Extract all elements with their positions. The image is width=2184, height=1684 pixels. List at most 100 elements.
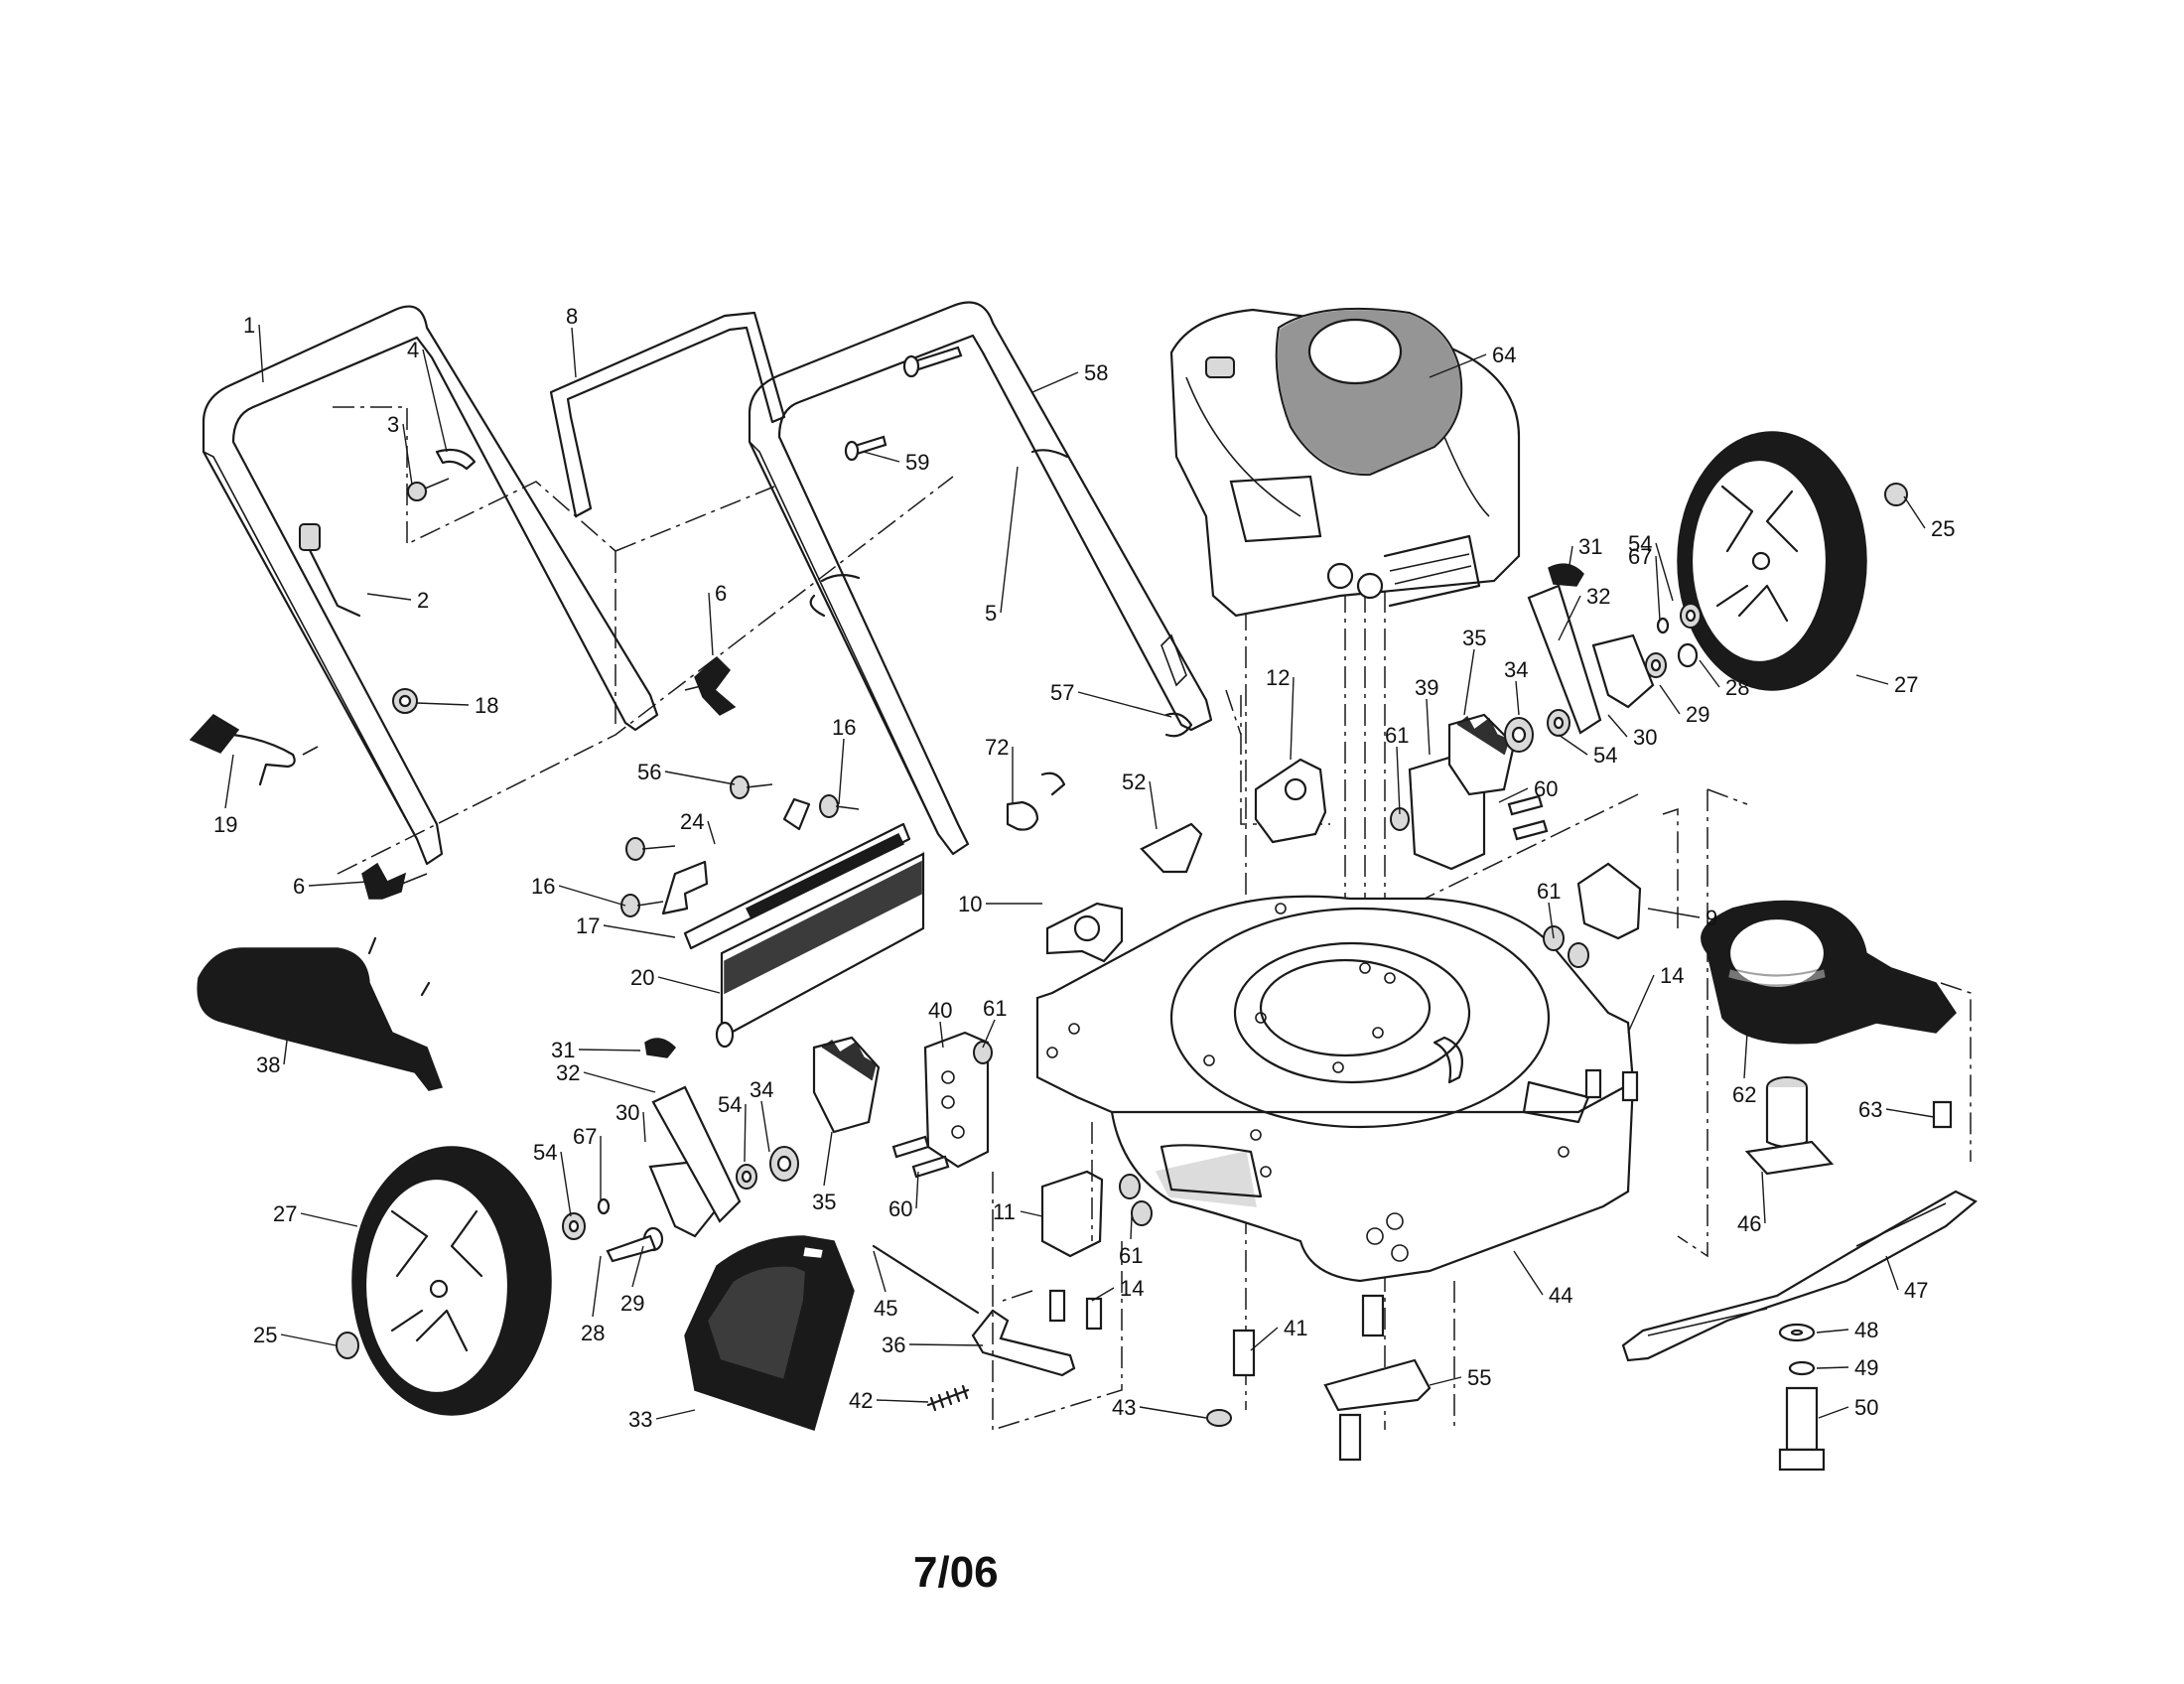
callout-label-c18: 18 (475, 693, 498, 718)
mower-deck-part-44 (1035, 895, 1635, 1283)
callout-label-c52: 52 (1122, 770, 1146, 794)
callout-label-c58: 58 (1084, 360, 1108, 385)
bracket-part-10 (1045, 902, 1124, 963)
callout-label-c54a: 54 (1628, 531, 1652, 556)
clip-part-4 (435, 448, 477, 471)
callout-label-c6a: 6 (715, 581, 727, 606)
leader-line-c4 (422, 349, 448, 453)
leader-line-c38 (283, 1032, 289, 1065)
callout-label-c41: 41 (1284, 1316, 1307, 1340)
leader-line-c48 (1816, 1329, 1849, 1333)
callout-label-c2: 2 (417, 588, 429, 613)
callout-label-c54b: 54 (1593, 743, 1617, 768)
callout-label-c11: 11 (993, 1199, 1016, 1224)
pivot-bracket-part-36-42-45 (872, 1244, 1076, 1412)
callout-label-c32b: 32 (556, 1060, 580, 1085)
rear-door-part-20 (715, 849, 925, 1049)
knob-part-6-upper (684, 655, 737, 716)
callout-label-c56: 56 (637, 760, 661, 784)
callout-label-c30a: 30 (1633, 725, 1657, 750)
upper-handle-part-58 (748, 301, 1213, 856)
leader-line-c61d (1130, 1215, 1133, 1240)
leader-line-c5 (1000, 466, 1019, 614)
assembly-line-upper-handle (333, 406, 775, 725)
callout-label-c43: 43 (1112, 1395, 1136, 1420)
callout-label-c49: 49 (1854, 1355, 1878, 1380)
leader-line-c35b (823, 1131, 833, 1187)
bolt-part-63 (1932, 1100, 1953, 1129)
leader-line-c60b (915, 1171, 919, 1209)
leader-line-c57 (1077, 691, 1172, 718)
leader-line-c17 (603, 924, 676, 938)
leader-line-c30b (642, 1111, 646, 1143)
bracket-part-11 (1040, 1170, 1104, 1258)
callout-label-c31a: 31 (1578, 534, 1602, 559)
blade-adapter-part-62 (1701, 900, 1957, 1045)
leader-line-c3 (402, 423, 413, 486)
callout-label-c8: 8 (566, 304, 578, 329)
callout-label-c35a: 35 (1462, 626, 1486, 650)
leader-line-c30a (1607, 714, 1628, 738)
leader-line-c27a (1855, 674, 1889, 685)
leader-line-c2 (366, 593, 412, 601)
callout-label-c59: 59 (905, 450, 929, 475)
callout-label-c64: 64 (1492, 343, 1516, 367)
assembly-line-deck-right (1424, 788, 1972, 1430)
leader-line-c49 (1816, 1366, 1849, 1369)
leader-line-c36 (908, 1343, 984, 1346)
bracket-part-24 (661, 797, 811, 915)
leader-line-c62 (1743, 1032, 1748, 1079)
leader-line-c32b (583, 1071, 656, 1093)
leader-line-c59 (863, 451, 900, 463)
callout-label-c63: 63 (1858, 1097, 1882, 1122)
cable-ties-part-5 (809, 449, 1069, 618)
knob-part-6-lower (361, 862, 428, 900)
leader-line-c50 (1818, 1406, 1849, 1419)
leader-line-c12 (1290, 676, 1295, 761)
leader-line-c43 (1139, 1406, 1207, 1419)
callout-label-c62: 62 (1732, 1082, 1756, 1107)
callout-label-c39: 39 (1415, 675, 1438, 700)
blade-bolt-hardware-48-49-50 (1778, 1323, 1826, 1472)
callout-label-c32a: 32 (1586, 584, 1610, 609)
callout-label-c1: 1 (243, 313, 255, 338)
callout-label-c34b: 34 (750, 1077, 773, 1102)
leader-line-c64 (1429, 353, 1487, 378)
leader-line-c60a (1498, 787, 1529, 803)
leader-line-c56 (664, 771, 736, 785)
leader-line-c34b (760, 1100, 770, 1153)
callout-label-c34a: 34 (1504, 657, 1528, 682)
bracket-part-12 (1254, 758, 1327, 844)
deck-bolts-part-41-43-55 (891, 794, 1639, 1462)
leader-line-c18 (416, 702, 470, 706)
leader-line-c32a (1558, 595, 1581, 641)
callout-label-c40: 40 (928, 998, 952, 1023)
assembly-line-deck-left (992, 1122, 1123, 1432)
leader-line-c28b (592, 1255, 602, 1318)
deflector-part-52 (1140, 822, 1203, 874)
leader-line-c20 (657, 976, 721, 994)
leader-line-c42 (876, 1399, 929, 1403)
callout-label-c19: 19 (213, 812, 237, 837)
callout-label-c72: 72 (985, 735, 1009, 760)
wheel-hardware-right (1504, 483, 1908, 753)
leader-line-c16b (558, 885, 626, 907)
callout-label-c30b: 30 (615, 1100, 639, 1125)
callout-label-c6b: 6 (293, 874, 305, 899)
callout-label-c10: 10 (958, 892, 982, 916)
cable-part-2 (299, 523, 361, 618)
callout-label-c29b: 29 (620, 1291, 644, 1316)
callout-label-c36: 36 (882, 1333, 905, 1357)
callout-label-c61a: 61 (1385, 723, 1409, 748)
callout-label-c35b: 35 (812, 1190, 836, 1214)
leader-line-c34a (1515, 680, 1520, 716)
callout-label-c55: 55 (1467, 1365, 1491, 1390)
leader-line-c1 (258, 324, 264, 383)
callout-label-c67a: 67 (1628, 544, 1652, 569)
rear-shield-part-38 (197, 936, 444, 1091)
callout-labels: 1234566891011121414161617181920242525272… (213, 304, 1955, 1432)
leader-line-c54d (560, 1151, 572, 1217)
callout-label-c54d: 54 (533, 1140, 557, 1165)
leader-line-c28a (1699, 659, 1720, 688)
callout-label-c60b: 60 (888, 1196, 912, 1221)
